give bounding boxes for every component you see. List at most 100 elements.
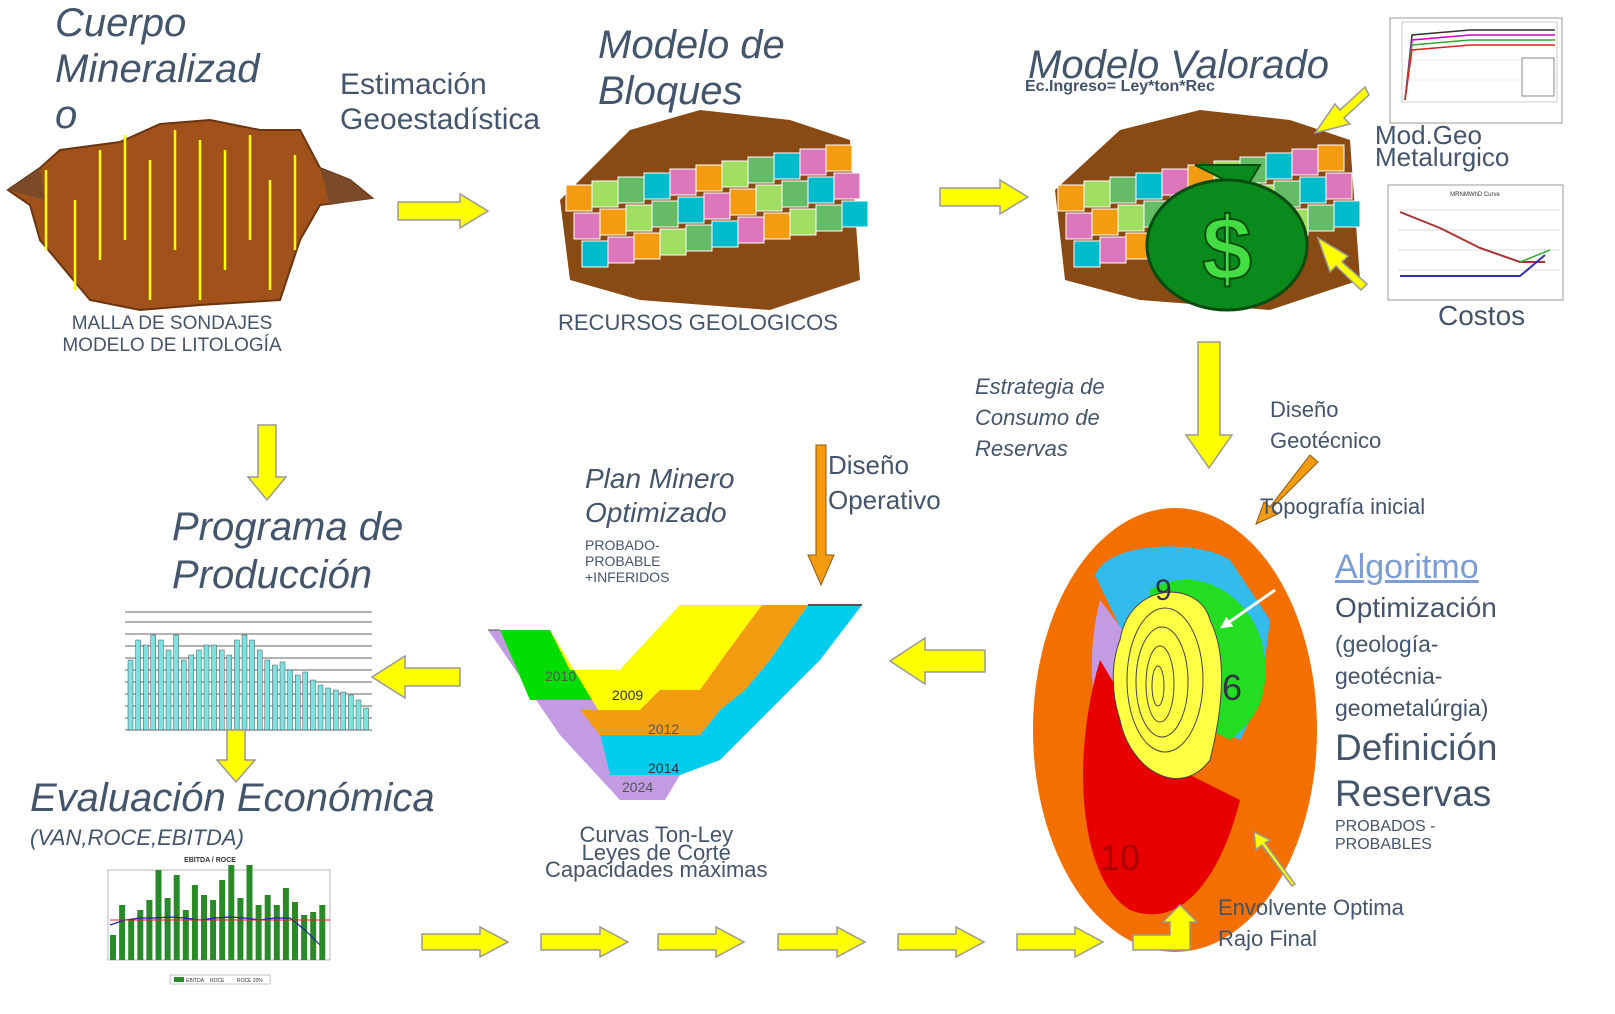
modelo-bloques-title: Modelo de Bloques [598, 23, 785, 113]
algoritmo-link[interactable]: Algoritmo [1335, 548, 1479, 586]
ebitda-bar [292, 902, 298, 960]
ebitda-bar [128, 920, 135, 960]
ebitda-bar [164, 898, 171, 960]
programa-produccion-title: Programa de Producción [172, 505, 404, 597]
costos-label: Costos [1438, 300, 1526, 331]
ebitda-bar [119, 905, 126, 960]
ebitda-bar [155, 870, 162, 960]
block-cube [599, 208, 627, 236]
block-cube [685, 224, 713, 252]
production-bar [363, 707, 369, 731]
ebitda-bar [137, 910, 144, 960]
flow-arrows [215, 85, 1370, 959]
money-bag-icon: $ [1145, 164, 1309, 312]
block-cube [1135, 172, 1163, 200]
ore-body-illustration [6, 118, 375, 312]
block-cube [1091, 208, 1119, 236]
production-bar [218, 649, 225, 731]
block-cube [763, 212, 791, 240]
estrategia-label: Estrategia de Consumo de Reservas [975, 374, 1105, 461]
costs-chart-title: MRNMWhD Curve [1450, 192, 1500, 198]
envolvente-label: Envolvente Optima Rajo Final [1218, 895, 1404, 951]
production-chart-thumbnail [118, 605, 376, 740]
diseno-geotecnico-label: Diseño Geotécnico [1270, 397, 1382, 453]
phase-10-label: 10 [1100, 837, 1140, 878]
production-bar [302, 671, 308, 731]
block-cube [591, 180, 619, 208]
cuerpo-title: Cuerpo Mineralizad o [55, 1, 260, 137]
year-2024: 2024 [622, 779, 653, 795]
production-bar [348, 694, 354, 731]
block-cube [1117, 204, 1145, 232]
block-cube [799, 148, 827, 176]
block-cube [1099, 236, 1127, 264]
svg-text:ROCE 20%: ROCE 20% [237, 978, 263, 984]
block-cube [841, 200, 869, 228]
block-cube [703, 192, 731, 220]
block-cube [581, 240, 609, 268]
production-bar [257, 649, 263, 731]
production-bar [272, 664, 278, 731]
block-cube [659, 228, 687, 256]
production-bar [264, 659, 270, 731]
block-cube [737, 216, 765, 244]
cuerpo-caption: MALLA DE SONDAJES MODELO DE LITOLOGÍA [62, 313, 282, 356]
orange-arrows [807, 444, 1319, 587]
ebitda-chart-thumbnail: EBITDA / ROCE EBITDA ROCE ROCE 20% [80, 850, 350, 990]
optimizacion-detail: (geología- geotécnia- geometalúrgia) [1335, 631, 1489, 722]
block-cube [781, 180, 809, 208]
production-bar [211, 644, 217, 731]
production-bar [287, 669, 293, 731]
topografia-label: Topografía inicial [1260, 494, 1426, 519]
production-bar [241, 634, 248, 731]
geomet-chart-thumbnail [1389, 17, 1563, 124]
production-bar [196, 649, 202, 731]
block-cube [1083, 180, 1111, 208]
production-bar [333, 689, 339, 731]
block-cube [565, 184, 593, 212]
pit-shells-illustration: 9 6 10 [1033, 508, 1317, 952]
block-cube [1065, 212, 1093, 240]
estimacion-label: Estimación Geoestadística [340, 68, 541, 136]
block-cube [789, 208, 817, 236]
production-bar [325, 687, 331, 731]
production-bar [135, 639, 141, 731]
block-cube [625, 204, 653, 232]
ebitda-bar [201, 895, 207, 960]
modelo-valorado-title: Modelo Valorado [1028, 43, 1329, 87]
ebitda-chart-title: EBITDA / ROCE [184, 857, 236, 864]
pit-phases-illustration: 2010 2009 2012 2014 2024 [488, 604, 862, 800]
ebitda-bar [228, 865, 235, 960]
optimizacion-label: Optimización [1335, 592, 1497, 623]
block-cube [1299, 176, 1327, 204]
phase-6-label: 6 [1222, 667, 1242, 708]
ebitda-bar [282, 888, 289, 960]
svg-text:ROCE: ROCE [210, 978, 225, 984]
ebitda-bar [301, 915, 308, 960]
block-cube [677, 196, 705, 224]
block-cube [643, 172, 671, 200]
ebitda-bar [246, 865, 253, 960]
production-bar [180, 659, 187, 731]
block-cube [1333, 200, 1361, 228]
block-cube [1291, 148, 1319, 176]
probado-probable-label: PROBADO- PROBABLE +INFERIDOS [585, 537, 670, 586]
production-bar [249, 639, 255, 731]
ebitda-bar [146, 900, 153, 960]
block-cube [721, 160, 749, 188]
evaluacion-subtitle: (VAN,ROCE,EBITDA) [30, 825, 244, 850]
mod-geo-label: Mod.Geo Metalurgico [1375, 120, 1510, 173]
block-cube [755, 184, 783, 212]
block-cube [807, 176, 835, 204]
block-cube [651, 200, 679, 228]
ebitda-bar [264, 895, 271, 960]
production-bar [226, 654, 233, 731]
ebitda-bar [191, 885, 198, 960]
probados-label: PROBADOS - PROBABLES [1335, 818, 1436, 854]
production-bar [127, 659, 134, 731]
block-model-illustration [560, 110, 869, 310]
block-cube [1057, 184, 1085, 212]
phase-9-label: 9 [1155, 574, 1172, 607]
production-bar [295, 674, 301, 731]
